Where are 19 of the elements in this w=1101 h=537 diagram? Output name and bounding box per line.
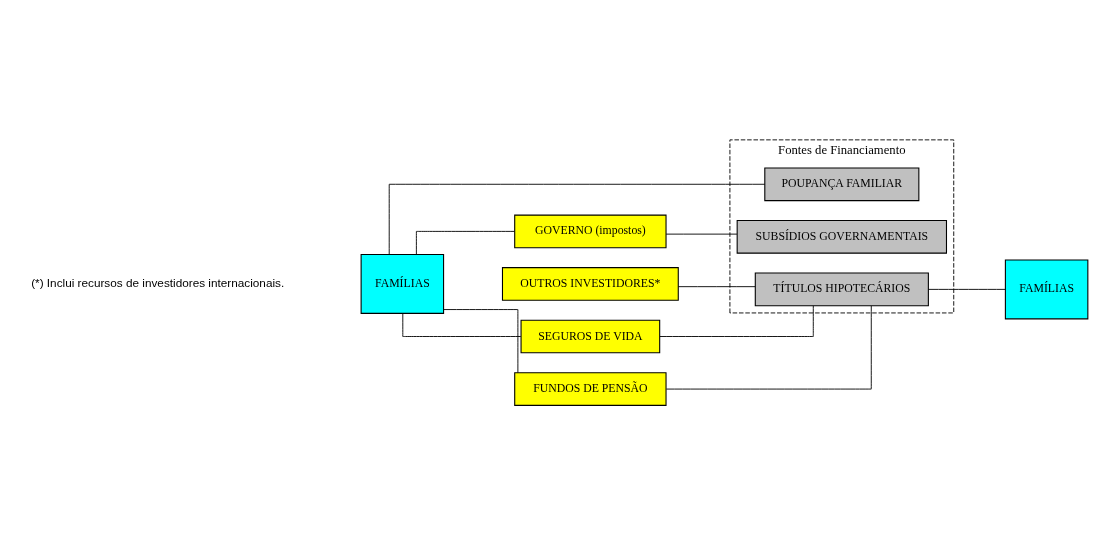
connector bbox=[665, 304, 872, 389]
node-box: FUNDOS DE PENSÃO bbox=[514, 371, 667, 406]
node-box: OUTROS INVESTIDORES* bbox=[501, 266, 679, 301]
connector bbox=[402, 312, 522, 337]
connector bbox=[677, 285, 756, 287]
connector bbox=[415, 230, 515, 255]
caption: (*) Inclui recursos de investidores internacionais. bbox=[31, 275, 285, 289]
node-box: SUBSÍDIOS GOVERNAMENTAIS bbox=[736, 219, 948, 254]
connector bbox=[443, 308, 519, 373]
node-box: SEGUROS DE VIDA bbox=[520, 319, 661, 353]
node-box: FAMÍLIAS bbox=[1004, 258, 1089, 319]
node-box: POUPANÇA FAMILIAR bbox=[764, 166, 920, 201]
node-box: FAMÍLIAS bbox=[360, 253, 445, 314]
connector bbox=[927, 288, 1006, 290]
connector bbox=[659, 304, 814, 337]
connector bbox=[665, 233, 738, 235]
node-box: TÍTULOS HIPOTECÁRIOS bbox=[754, 272, 929, 306]
node-box: GOVERNO (impostos) bbox=[514, 214, 667, 248]
connector bbox=[388, 183, 766, 255]
